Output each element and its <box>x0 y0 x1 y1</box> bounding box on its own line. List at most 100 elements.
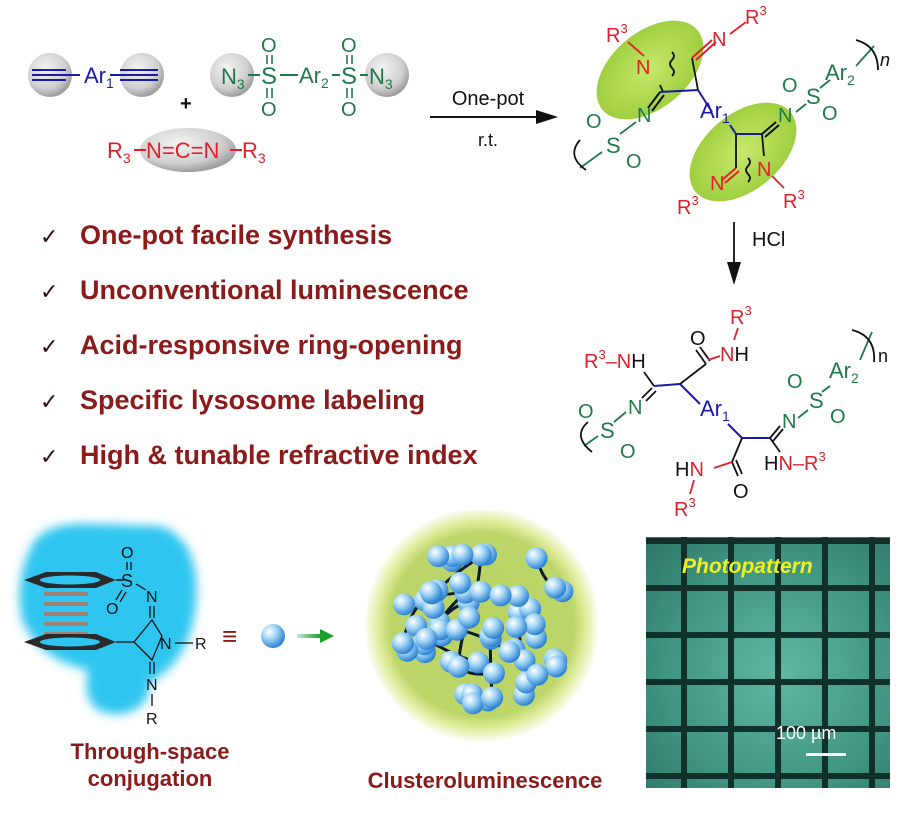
bottom-illustration: S O O N N R N R ≡ <box>19 510 600 743</box>
scale-bar-label: 100 µm <box>776 723 837 743</box>
oxygen: O <box>822 103 838 125</box>
imine-n: N <box>146 677 158 694</box>
r3-label: R3 <box>674 495 696 520</box>
r-label: R <box>195 636 207 653</box>
sulfur: S <box>600 418 615 443</box>
r3-label: R3 <box>730 303 752 329</box>
reaction-arrow-hcl: HCl <box>727 222 785 285</box>
oxygen: O <box>782 75 798 97</box>
monomer-sphere-icon <box>261 624 285 648</box>
feature-text: High & tunable refractive index <box>80 440 478 470</box>
imine-n: N <box>712 29 726 51</box>
tsc-caption: Through-space conjugation <box>40 738 260 792</box>
plus-sign: + <box>180 93 192 115</box>
ring-n: N <box>757 159 771 181</box>
cluster-sphere <box>391 632 414 655</box>
benzene-bottom <box>24 634 116 650</box>
sulfur: S <box>809 388 824 413</box>
cluster-sphere <box>467 651 490 674</box>
arrow-head-icon <box>727 262 741 285</box>
cluster-sphere <box>392 593 415 616</box>
carbodiimide-core: N=C=N <box>146 138 219 163</box>
cluster-spheres <box>391 543 574 715</box>
ring-highlight-top <box>596 20 704 120</box>
cluster-sphere <box>526 663 549 686</box>
sulfur: S <box>806 84 821 109</box>
cluster-sphere <box>469 544 492 567</box>
sulfonyl-n: N <box>637 105 651 127</box>
repeat-bracket-right <box>855 39 879 71</box>
cluster-sphere <box>447 655 470 678</box>
cluster-sphere <box>482 662 505 685</box>
hn-label: HN <box>675 459 704 481</box>
reaction-scheme: Ar1 + N3 S O O Ar2 S O O N3 R3 <box>28 3 890 520</box>
oxygen: O <box>620 441 636 463</box>
r-label: R <box>146 711 158 728</box>
imine-n: N <box>146 589 158 606</box>
sulfonyl-n: N <box>628 397 642 419</box>
sulfonyl-n: N <box>782 411 796 433</box>
cluster-sphere <box>489 584 512 607</box>
azide-sphere-right <box>365 53 409 97</box>
ar1-label: Ar1 <box>84 63 114 91</box>
oxygen: O <box>586 111 602 133</box>
sulfur-right: S <box>341 63 357 90</box>
cluster-sphere <box>461 692 484 715</box>
product-ring-opened: O NH R3 R3–NH N S O O Ar1 N <box>578 303 888 520</box>
disulfonyl-azide-reactant: N3 S O O Ar2 S O O N3 <box>210 35 409 121</box>
photopattern-image: Photopattern 100 µm <box>646 537 890 788</box>
ar1-label: Ar1 <box>700 396 730 424</box>
repeat-bracket-left <box>580 421 593 453</box>
arrow-label-one-pot: One-pot <box>452 88 525 110</box>
check-icon: ✓ <box>40 224 59 249</box>
cluster-sphere <box>545 655 568 678</box>
cluster-sphere <box>415 627 438 650</box>
feature-item: ✓Unconventional luminescence <box>40 275 469 306</box>
sulfur: S <box>606 133 621 158</box>
r3-label: R3 <box>606 21 628 47</box>
arrow-shaft <box>297 634 321 638</box>
arrow-head-icon <box>536 110 558 124</box>
photo-grid-lines <box>646 537 890 788</box>
oxygen: O <box>121 545 133 562</box>
nh-label: NH <box>720 344 749 366</box>
ring-n: N <box>160 636 172 653</box>
oxygen: O <box>106 601 118 618</box>
cluster-sphere <box>427 545 450 568</box>
check-icon: ✓ <box>40 334 59 359</box>
cluster-caption: Clusteroluminescence <box>367 768 603 793</box>
azide-right: N3 <box>369 64 393 92</box>
sulfur: S <box>121 571 133 591</box>
r3-nh-label: R3–NH <box>584 347 646 373</box>
cluster-panel <box>364 510 600 743</box>
tsc-caption-line1: Through-space <box>70 739 230 764</box>
equivalent-sign: ≡ <box>222 621 237 651</box>
repeat-n: n <box>878 346 888 366</box>
cluster-sphere <box>505 616 528 639</box>
carbonyl-o: O <box>733 481 749 503</box>
r3-right: R3 <box>242 138 266 166</box>
hn-r3-label: HN–R3 <box>764 449 826 475</box>
carbonyl-o: O <box>690 328 706 350</box>
scale-bar <box>806 753 846 756</box>
r3-label: R3 <box>783 187 805 213</box>
oxygen: O <box>261 35 277 57</box>
repeat-bracket-left <box>573 139 587 171</box>
arrow-label-rt: r.t. <box>478 130 498 150</box>
cluster-sphere <box>506 584 529 607</box>
oxygen: O <box>787 371 803 393</box>
ar2-label: Ar2 <box>299 63 329 91</box>
r3-label: R3 <box>677 193 699 219</box>
oxygen: O <box>626 151 642 173</box>
cluster-sphere <box>482 616 505 639</box>
cluster-sphere <box>469 580 492 603</box>
oxygen: O <box>830 406 846 428</box>
through-space-conjugation-panel: S O O N N R N R ≡ <box>19 523 334 728</box>
cluster-sphere <box>481 686 504 709</box>
feature-item: ✓High & tunable refractive index <box>40 440 478 471</box>
repeat-n: n <box>880 50 890 70</box>
reaction-arrow-one-pot: One-pot r.t. <box>430 88 558 150</box>
azide-left: N3 <box>221 64 245 92</box>
cluster-sphere <box>451 543 474 566</box>
